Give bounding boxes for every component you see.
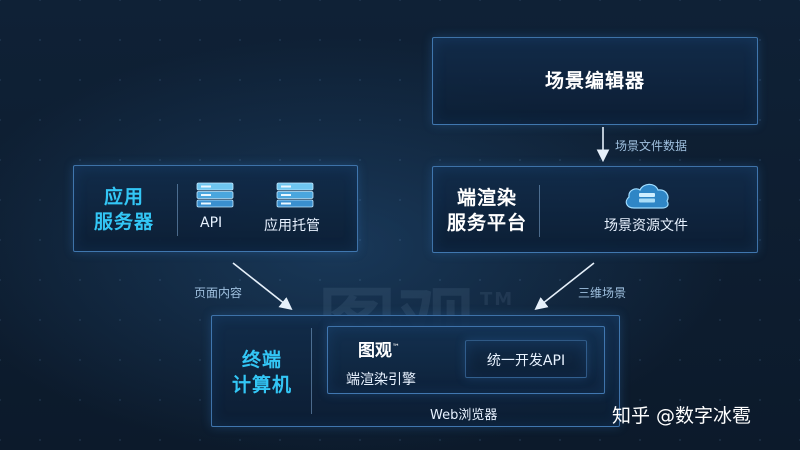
app-server-divider	[177, 184, 178, 236]
browser-label: Web浏览器	[430, 408, 498, 423]
edge-label-page-content: 页面内容	[194, 286, 243, 300]
render-platform-divider	[539, 185, 540, 237]
render-platform-title: 端渲染 服务平台	[446, 187, 527, 234]
arrow-platform-to-terminal	[534, 262, 595, 310]
unified-api-label: 统一开发API	[486, 353, 566, 369]
engine-label: 端渲染引擎	[346, 372, 416, 388]
api-label: API	[200, 215, 223, 231]
app-server-title: 应用 服务器	[93, 186, 154, 233]
edge-label-scene-file-data: 场景文件数据	[615, 139, 688, 153]
render-platform-box: 端渲染 服务平台 场景资源文件	[432, 166, 758, 253]
scene-editor-box: 场景编辑器	[432, 37, 758, 125]
app-server-box: 应用 服务器 API 应用托管	[73, 165, 358, 252]
engine-logo-text: 图观	[358, 341, 392, 361]
cloud-server-icon	[625, 183, 669, 209]
scene-resource-label: 场景资源文件	[604, 218, 688, 234]
engine-logo-tm: ™	[392, 342, 400, 352]
watermark-tm: TM	[480, 289, 515, 310]
app-hosting-label: 应用托管	[264, 218, 320, 234]
server-stack-icon	[276, 182, 314, 208]
scene-editor-title: 场景编辑器	[544, 70, 645, 92]
terminal-divider	[311, 328, 312, 414]
edge-label-3d-scene: 三维场景	[578, 286, 627, 300]
arrow-server-to-terminal	[232, 262, 293, 310]
server-stack-icon	[196, 182, 234, 208]
engine-logo: 图观™	[358, 336, 400, 361]
unified-api-box: 统一开发API	[465, 340, 587, 378]
footer-attribution: 知乎 @数字冰雹	[612, 405, 752, 427]
terminal-title: 终端 计算机	[231, 349, 292, 396]
